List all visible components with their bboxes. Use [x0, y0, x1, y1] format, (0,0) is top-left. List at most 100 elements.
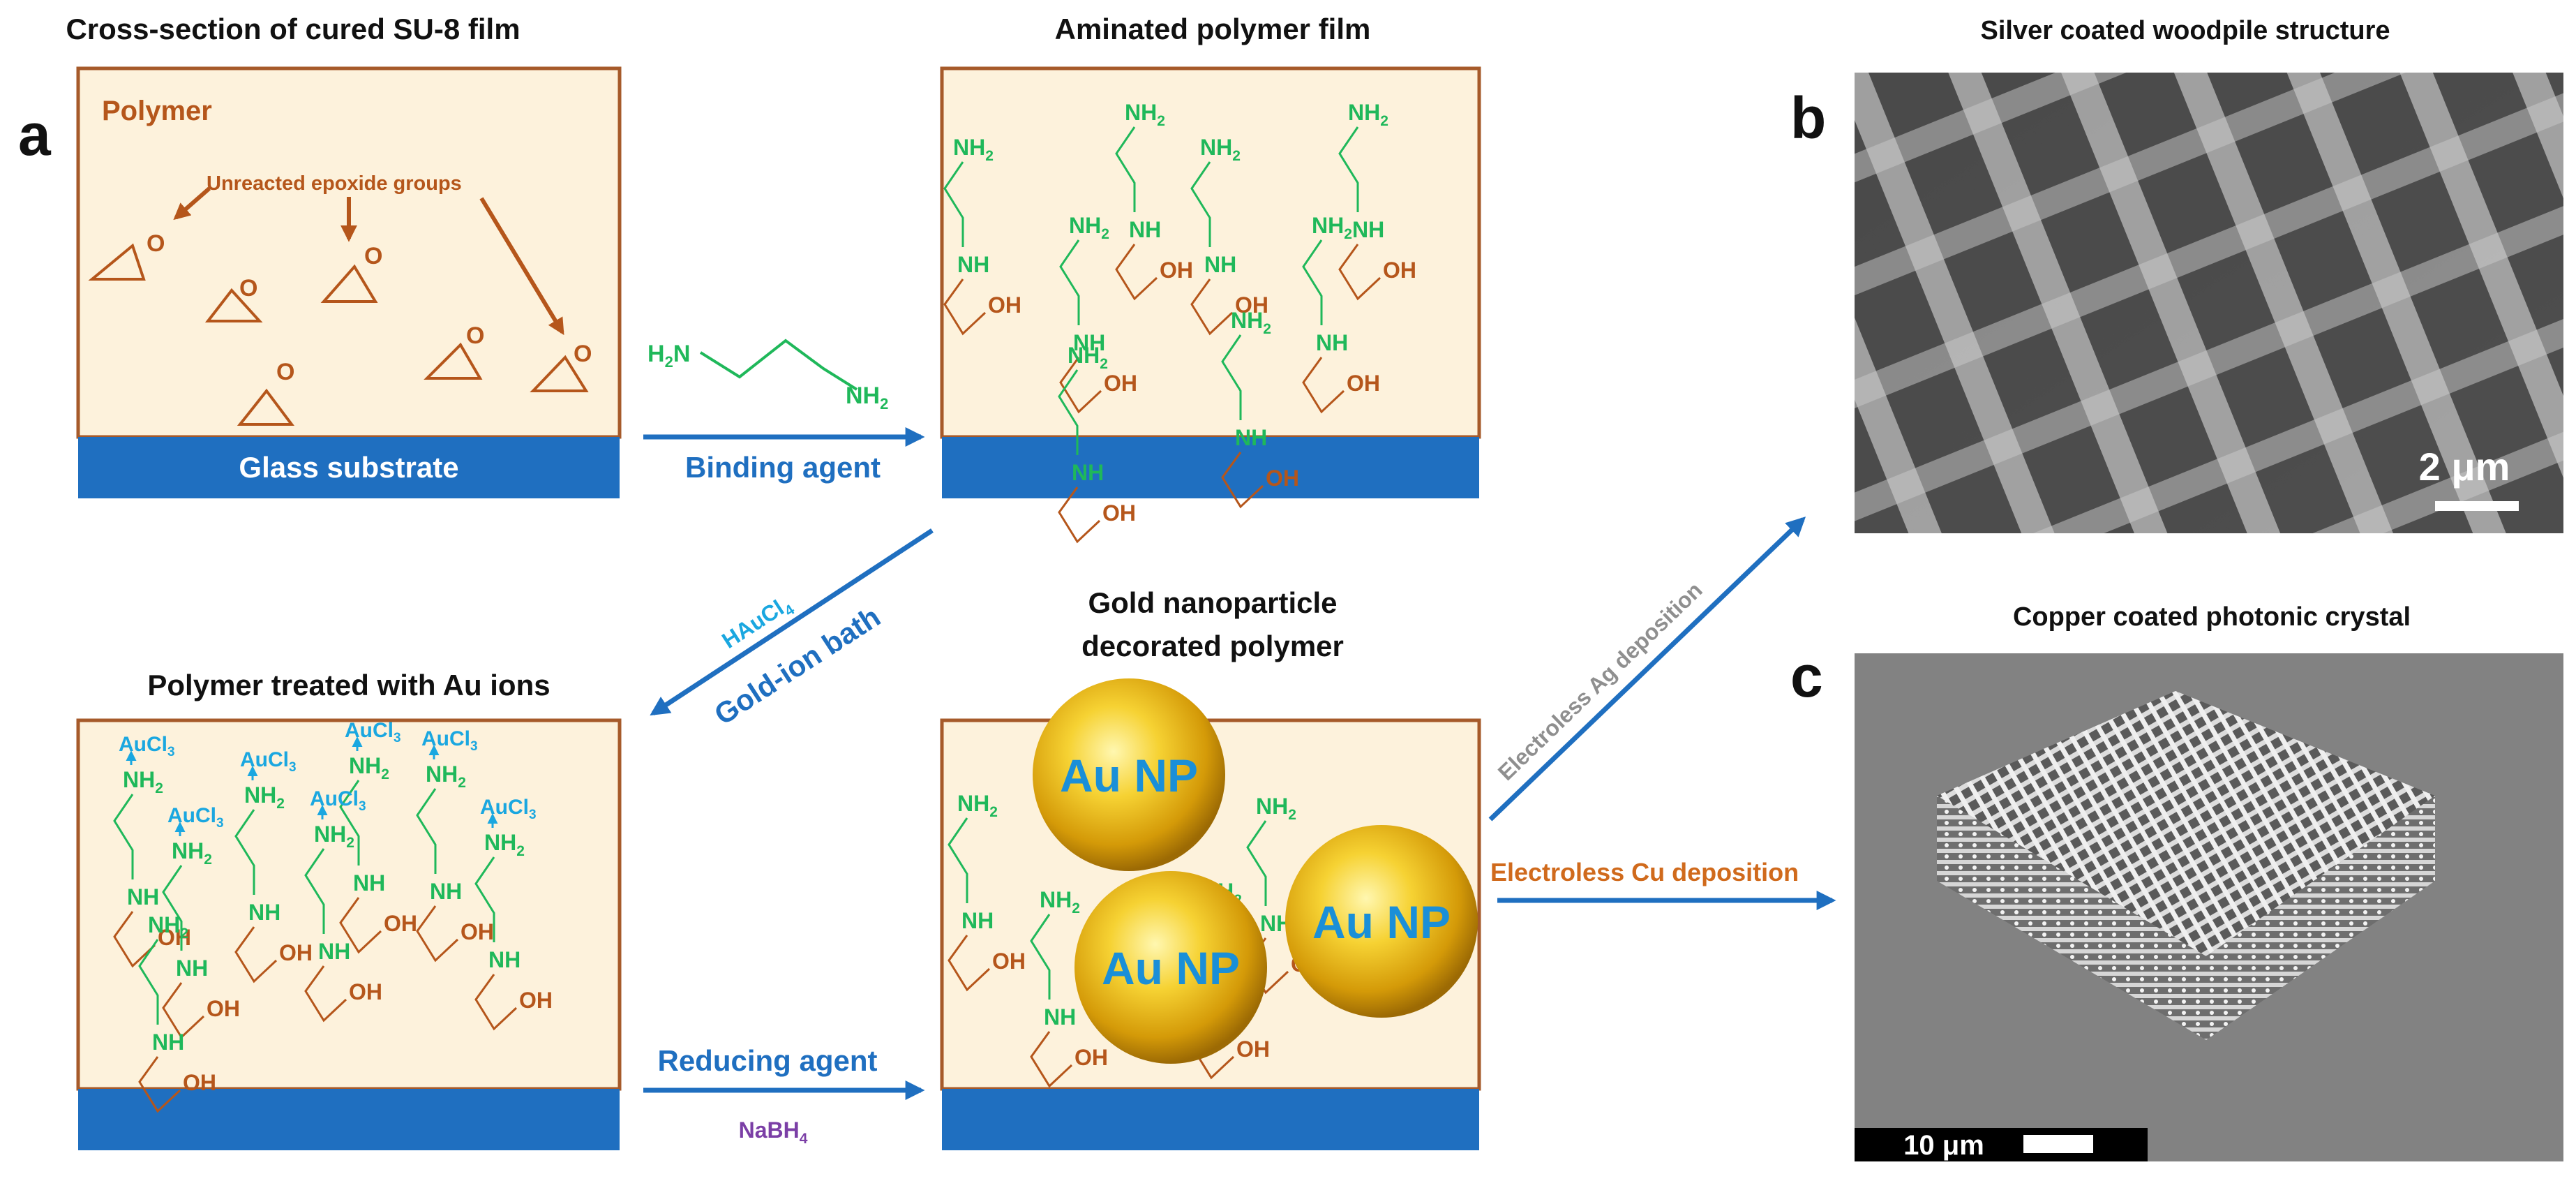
oh-label: OH [992, 949, 1026, 974]
polymer-substrate [942, 437, 1479, 498]
svg-text:O: O [147, 230, 165, 257]
scale-label-b: 2 μm [2419, 445, 2510, 489]
polymer-layer [76, 66, 622, 439]
epoxide-ring: O [237, 359, 294, 426]
panel-c: Copper coated photonic crystal 10 μm [1855, 602, 2563, 1161]
box-au-ion-film: Polymer treated with Au ions [76, 669, 622, 1150]
scale-box-c [1855, 1128, 2148, 1161]
nh2-label: NH2 [1312, 213, 1352, 242]
nh2-label: NH2 [1040, 887, 1080, 916]
aucl3-label: AuCl3 [167, 804, 224, 831]
pointer-arrow [479, 197, 564, 336]
oh-label: OH [207, 996, 240, 1021]
nh-label: NH [353, 870, 385, 896]
oh-label: OH [1160, 258, 1193, 283]
panel-label-b: b [1790, 85, 1826, 151]
box-aminated-film: Aminated polymer film [940, 13, 1481, 498]
epoxide-ring: O [424, 322, 484, 380]
svg-text:NH2: NH2 [846, 382, 888, 413]
oh-label: OH [519, 988, 553, 1013]
aucl3-label: AuCl3 [345, 719, 401, 745]
oh-label: OH [1347, 371, 1380, 396]
polymer-substrate [942, 1089, 1479, 1150]
nh-label: NH [1235, 425, 1267, 450]
oh-label: OH [1266, 466, 1299, 491]
arrow-reducing: Reducing agent NaBH4 [643, 1044, 925, 1147]
svg-text:Au NP: Au NP [1102, 942, 1240, 994]
panel-b: Silver coated woodpile structure 2 μm [1855, 16, 2563, 533]
svg-text:O: O [239, 275, 257, 302]
nh2-label: NH2 [349, 753, 389, 782]
oh-label: OH [349, 979, 382, 1004]
polymer-label: Polymer [102, 96, 212, 126]
reducing-agent-label: Reducing agent [657, 1044, 877, 1077]
svg-text:O: O [466, 322, 484, 349]
arrow-electroless-ag: Electroless Ag deposition [1488, 517, 1806, 822]
pointer-arrow [173, 186, 211, 221]
svg-text:Au NP: Au NP [1312, 896, 1451, 948]
nh-label: NH [1129, 217, 1161, 242]
svg-text:O: O [276, 359, 294, 385]
nh2-label: NH2 [148, 912, 188, 942]
panel-c-title: Copper coated photonic crystal [2013, 602, 2411, 632]
aucl3-label: AuCl3 [421, 727, 478, 754]
oh-label: OH [183, 1070, 216, 1095]
scale-bar-b [2435, 501, 2519, 511]
crystal-top [1937, 691, 2435, 956]
polymer-substrate [78, 1089, 620, 1150]
gold-nanoparticle: Au NP [1033, 678, 1225, 871]
nh-label: NH [318, 939, 350, 964]
nh-label: NH [1204, 252, 1236, 277]
scale-bar-c [2023, 1135, 2093, 1153]
nh-label: NH [961, 908, 994, 933]
nh2-label: NH2 [957, 791, 998, 820]
aucl3-label: AuCl3 [480, 796, 537, 822]
oh-label: OH [1235, 292, 1268, 318]
polymer-layer [76, 718, 622, 1091]
aucl3-label: AuCl3 [240, 748, 297, 775]
nh-label: NH [957, 252, 989, 277]
scale-label-c: 10 μm [1903, 1130, 1984, 1161]
nh-label: NH [1072, 460, 1104, 485]
nh2-label: NH2 [426, 762, 466, 791]
arrow-electroless-cu: Electroless Cu deposition [1490, 858, 1836, 910]
electroless-cu-label: Electroless Cu deposition [1490, 858, 1799, 886]
gold-nanoparticle: Au NP [1285, 825, 1478, 1018]
nh-label: NH [1044, 1004, 1076, 1030]
oh-label: OH [1074, 1045, 1108, 1070]
oh-label: OH [1236, 1037, 1270, 1062]
nh-label: NH [1073, 330, 1105, 355]
oh-label: OH [384, 911, 417, 936]
box2-title: Aminated polymer film [1055, 13, 1371, 45]
nh2-label: NH2 [1200, 135, 1241, 164]
nh2-label: NH2 [244, 782, 285, 812]
svg-text:H2N: H2N [647, 341, 690, 371]
nh-label: NH [430, 879, 462, 904]
svg-text:O: O [364, 243, 382, 269]
box3-title: Polymer treated with Au ions [147, 669, 550, 701]
oh-label: OH [988, 292, 1021, 318]
nabh4-label: NaBH4 [739, 1117, 808, 1147]
nh2-label: NH2 [123, 767, 163, 796]
nh-label: NH [127, 884, 159, 909]
oh-label: OH [279, 940, 313, 965]
crystal-side-left [1937, 796, 2206, 1040]
polymer-layer [940, 66, 1481, 439]
nh2-label: NH2 [1125, 100, 1165, 129]
binding-agent-label: Binding agent [685, 451, 881, 484]
nh-label: NH [152, 1030, 184, 1055]
aucl3-label: AuCl3 [310, 787, 366, 814]
substrate-label: Glass substrate [239, 451, 458, 484]
